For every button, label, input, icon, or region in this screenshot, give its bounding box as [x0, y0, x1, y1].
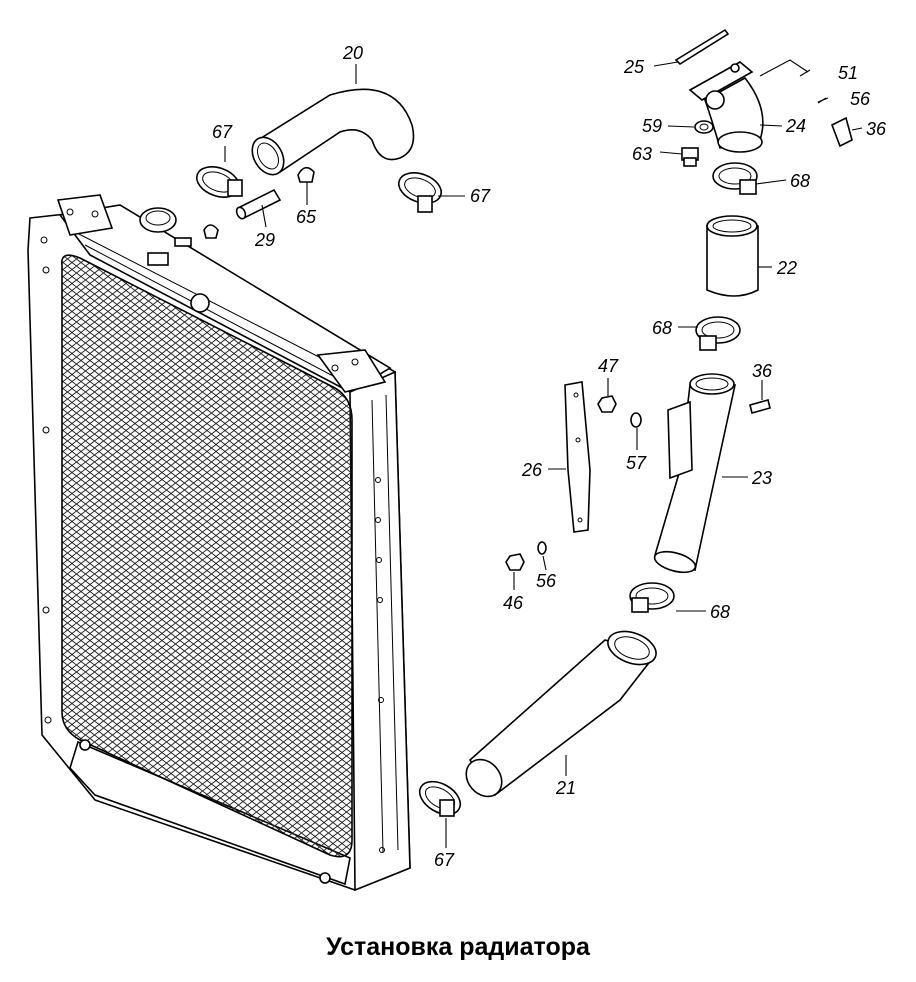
part-label-25: 25 — [624, 57, 645, 77]
part-label-21: 21 — [556, 778, 577, 798]
part-label-63: 63 — [632, 144, 653, 164]
bracket-26 — [564, 381, 591, 533]
part-label-67: 67 — [470, 186, 491, 206]
part-label-47: 47 — [598, 356, 619, 376]
clamp-68-middle — [695, 316, 741, 351]
washer-56 — [537, 541, 547, 555]
clamp-67-upper-right — [397, 172, 443, 213]
part-label-24: 24 — [786, 116, 807, 136]
clamp-68-upper — [712, 162, 758, 195]
part-label-68: 68 — [652, 318, 673, 338]
nut-47 — [597, 395, 617, 413]
pins-51-56-36 — [799, 69, 853, 148]
washer-59 — [694, 120, 714, 134]
part-label-51: 51 — [838, 63, 859, 83]
elbow-24 — [688, 61, 764, 153]
part-label-20: 20 — [343, 43, 364, 63]
nut-46 — [505, 553, 525, 571]
part-label-23: 23 — [752, 468, 773, 488]
sleeve-22 — [706, 215, 759, 297]
part-label-68: 68 — [710, 602, 731, 622]
pipe-29 — [235, 188, 282, 220]
part-label-65: 65 — [296, 207, 317, 227]
leader-lines — [224, 59, 863, 848]
radiator — [27, 194, 411, 892]
part-label-22: 22 — [777, 258, 798, 278]
figure-caption: Установка радиатора — [326, 933, 590, 961]
washer-57 — [630, 412, 642, 428]
part-label-56: 56 — [536, 571, 557, 591]
part-label-67: 67 — [212, 122, 233, 142]
clamp-67-upper-left — [195, 166, 243, 198]
part-label-67: 67 — [434, 850, 455, 870]
hose-21 — [465, 630, 657, 798]
bolt-36 — [749, 399, 771, 414]
part-label-56: 56 — [850, 89, 871, 109]
hose-20 — [251, 88, 415, 176]
pipe-23 — [653, 373, 736, 574]
part-label-26: 26 — [522, 460, 543, 480]
clamp-67-lower — [418, 780, 462, 817]
part-label-36: 36 — [866, 119, 887, 139]
gasket-25 — [674, 28, 730, 66]
part-label-59: 59 — [642, 116, 663, 136]
clamp-65 — [297, 166, 315, 183]
fitting-63 — [681, 147, 699, 167]
clamp-small — [203, 224, 219, 239]
part-label-57: 57 — [626, 453, 647, 473]
part-label-29: 29 — [255, 230, 276, 250]
part-label-36: 36 — [752, 361, 773, 381]
part-label-46: 46 — [503, 593, 524, 613]
part-label-68: 68 — [790, 171, 811, 191]
clamp-68-lower — [629, 582, 675, 613]
